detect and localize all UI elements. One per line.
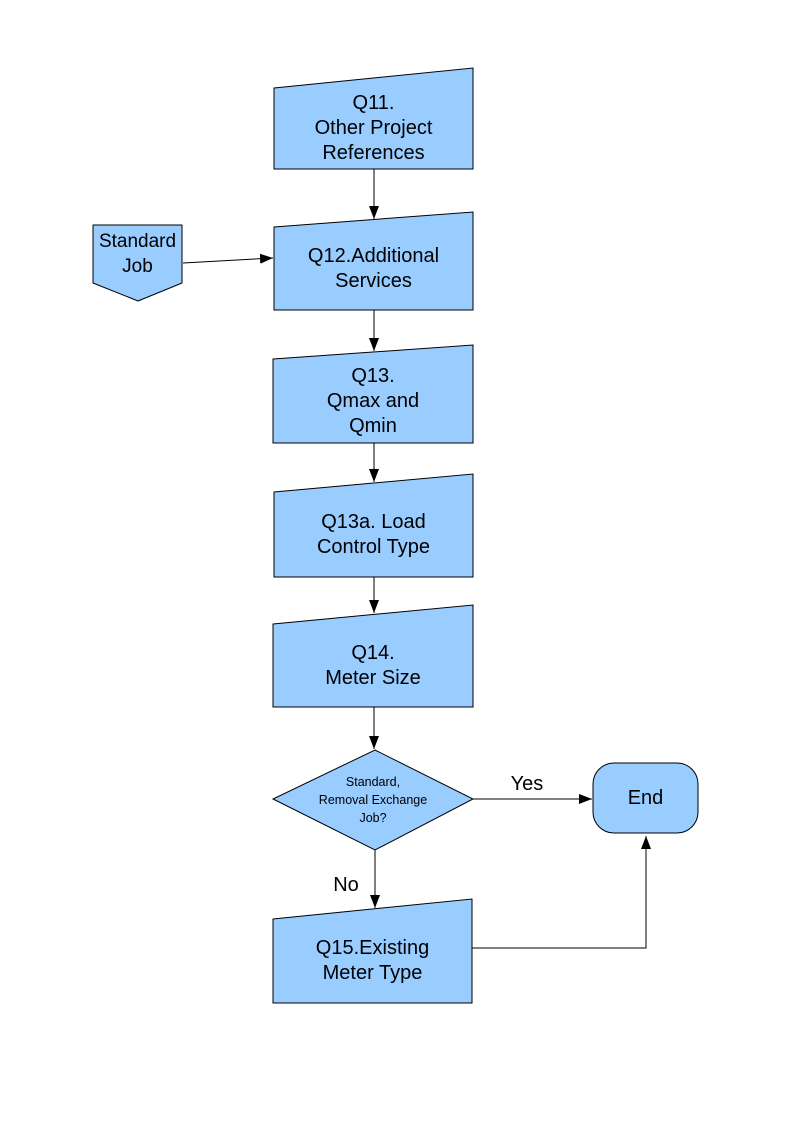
connector-q15-end bbox=[472, 836, 651, 949]
connector-standardjob-q12 bbox=[182, 253, 274, 264]
node-q13a-shape bbox=[273, 473, 474, 578]
node-q12-shape bbox=[273, 211, 474, 311]
node-q11-shape bbox=[273, 67, 474, 170]
node-standard-job-shape bbox=[92, 224, 183, 302]
node-q14-shape bbox=[272, 604, 474, 708]
node-q15-shape bbox=[272, 898, 473, 1004]
node-end-shape bbox=[592, 762, 699, 834]
node-decision-shape bbox=[271, 749, 475, 851]
node-q13-shape bbox=[272, 344, 474, 444]
